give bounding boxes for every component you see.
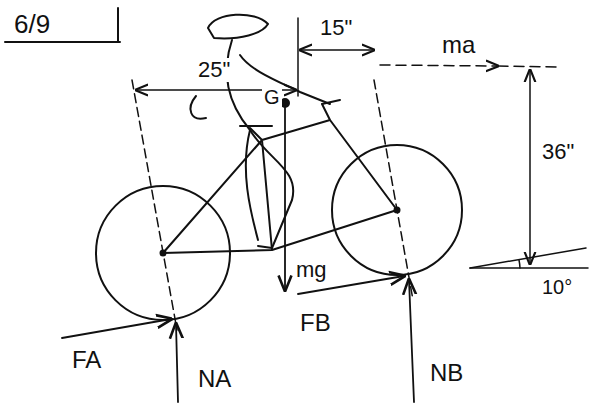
rear-center-line xyxy=(132,80,177,330)
angle-arc xyxy=(519,260,520,268)
rider-leg-near xyxy=(246,130,258,240)
force-label: ma xyxy=(440,32,477,58)
bike-frame xyxy=(163,100,397,253)
normal-vector xyxy=(176,324,178,402)
mass-center-dot xyxy=(281,99,289,107)
force-label: mg xyxy=(294,258,329,282)
inertia-vector-line xyxy=(498,66,558,67)
friction-vector xyxy=(62,319,171,338)
number-frame xyxy=(5,8,120,42)
inertia-vector xyxy=(380,65,498,66)
normal-vector xyxy=(409,280,414,402)
weight-vector xyxy=(284,108,286,290)
force-label: FA xyxy=(70,347,103,373)
rider-helmet xyxy=(208,15,268,39)
dimension-label: 25" xyxy=(196,58,232,82)
rider-back xyxy=(227,40,250,130)
force-label: NA xyxy=(196,366,233,392)
force-label: NB xyxy=(428,360,465,386)
rider-arm-near xyxy=(191,96,206,119)
dimension-label: 36" xyxy=(540,140,576,164)
force-label: FB xyxy=(298,310,333,336)
dimension-line xyxy=(300,49,374,51)
angle-label: 10° xyxy=(540,276,574,298)
g-reference-line xyxy=(297,18,299,96)
horizontal-line xyxy=(470,267,588,269)
incline-line xyxy=(470,248,586,268)
dimension-label: 15" xyxy=(318,16,354,40)
problem-number: 6/9 xyxy=(12,10,52,38)
rider-arm xyxy=(240,55,330,104)
dimension-line xyxy=(529,70,531,264)
front-center-line xyxy=(374,80,413,300)
point-label: G xyxy=(262,86,282,108)
